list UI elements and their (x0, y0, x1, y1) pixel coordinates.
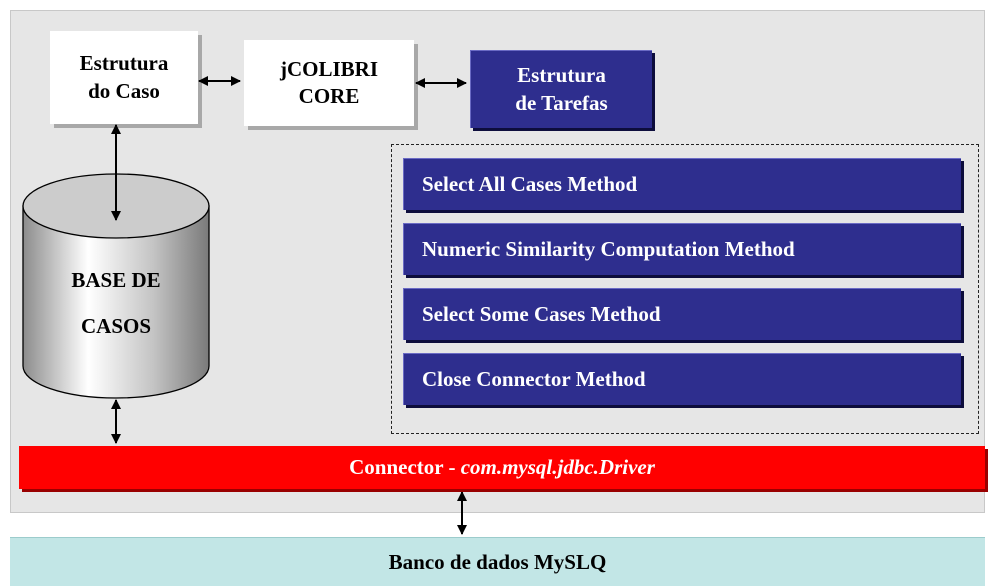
case-structure-line2: do Caso (88, 78, 160, 103)
case-structure-line1: Estrutura (79, 51, 169, 76)
method-close-connector: Close Connector Method (403, 353, 961, 405)
database-cylinder (22, 173, 210, 399)
connector-bar: Connector - com.mysql.jdbc.Driver (19, 446, 985, 489)
connector-driver: com.mysql.jdbc.Driver (460, 455, 655, 479)
database-line2: CASOS (80, 314, 152, 338)
task-structure-line1: Estrutura (517, 63, 606, 88)
methods-container (391, 144, 979, 434)
mysql-database-label: Banco de dados MySLQ (388, 549, 607, 574)
case-structure-box: Estrutura do Caso (50, 31, 198, 124)
method-numeric-similarity: Numeric Similarity Computation Method (403, 223, 961, 275)
method-select-some-cases: Select Some Cases Method (403, 288, 961, 340)
database-label: BASE DE CASOS (23, 257, 209, 349)
method-select-all-cases: Select All Cases Method (403, 158, 961, 210)
task-structure-box: Estrutura de Tarefas (470, 50, 652, 128)
jcolibri-core-box: jCOLIBRI CORE (244, 40, 414, 126)
core-line1: jCOLIBRI (279, 56, 379, 81)
database-line1: BASE DE (71, 268, 161, 292)
mysql-database-bar: Banco de dados MySLQ (10, 537, 985, 586)
connector-prefix: Connector - (349, 455, 461, 479)
core-line2: CORE (298, 84, 360, 108)
task-structure-line2: de Tarefas (515, 90, 608, 115)
